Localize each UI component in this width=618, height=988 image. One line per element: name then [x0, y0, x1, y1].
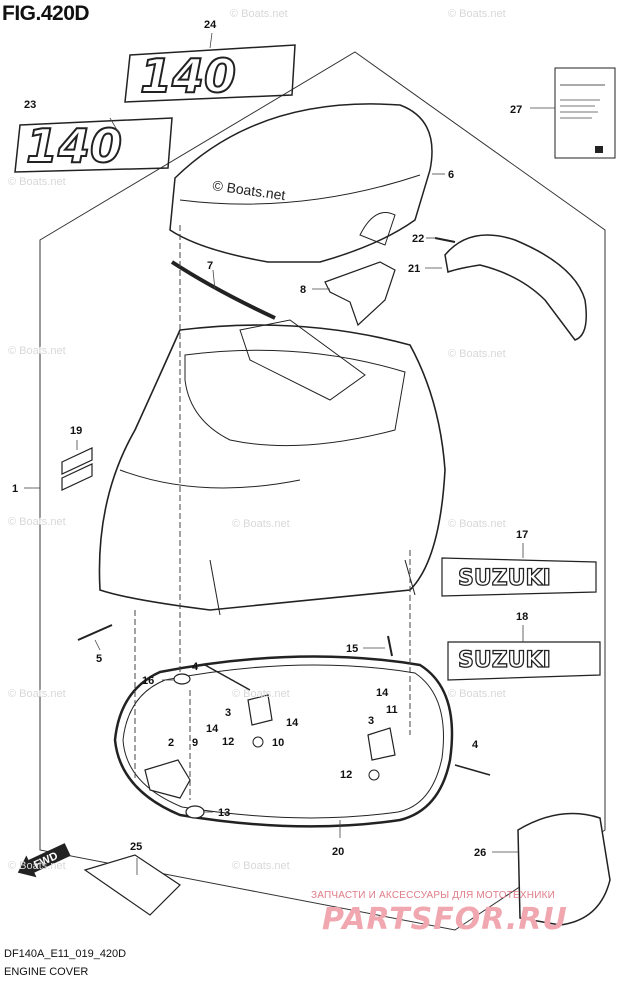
- callout-5: 5: [96, 653, 102, 665]
- bottom-seal: [113, 655, 454, 828]
- latch-2: [144, 759, 191, 799]
- callout-9: 9: [192, 737, 198, 749]
- screw-22: [434, 237, 456, 243]
- callout-25: 25: [130, 841, 142, 853]
- watermark: © Boats.net: [448, 518, 506, 530]
- rod-4-right: [454, 764, 491, 776]
- callout-18: 18: [516, 611, 528, 623]
- decal-140-lower: 140: [14, 117, 173, 174]
- decal-140-lower-text: 140: [26, 119, 122, 173]
- callout-21: 21: [408, 263, 420, 275]
- callout-19: 19: [70, 425, 82, 437]
- seal-strip: [170, 260, 276, 320]
- callout-4-right: 4: [472, 739, 479, 751]
- rod-4-left: [204, 664, 251, 691]
- watermark: © Boats.net: [8, 688, 66, 700]
- callout-24: 24: [204, 19, 217, 31]
- parts-bag: [83, 854, 181, 916]
- callout-20: 20: [332, 846, 344, 858]
- latch-3-left: [247, 694, 273, 726]
- cover-bracket: [324, 261, 396, 327]
- callout-14-b: 14: [206, 723, 219, 735]
- latch-3-right: [367, 727, 396, 761]
- suzuki-emblem: [61, 447, 93, 491]
- storage-cover: [517, 812, 611, 926]
- callout-15: 15: [346, 643, 358, 655]
- callout-16: 16: [142, 675, 154, 687]
- callout-13: 13: [218, 807, 230, 819]
- watermark: © Boats.net: [448, 348, 506, 360]
- owner-manual: [554, 67, 616, 159]
- watermark: © Boats.net: [448, 8, 506, 20]
- watermark: © Boats.net: [232, 518, 290, 530]
- main-engine-cover: [98, 319, 446, 616]
- callout-3-left: 3: [225, 707, 231, 719]
- suzuki-decal-18: SUZUKI: [447, 641, 601, 681]
- watermark: © Boats.net: [232, 860, 290, 872]
- bolt-5: [77, 624, 113, 641]
- callout-1: 1: [12, 483, 18, 495]
- suzuki-decal-17-text: SUZUKI: [458, 566, 551, 591]
- callout-23: 23: [24, 99, 36, 111]
- figure-title: FIG.420D: [2, 2, 90, 25]
- figure-code: DF140A_E11_019_420D: [4, 948, 127, 960]
- watermark: © Boats.net: [8, 860, 66, 872]
- figure-caption: ENGINE COVER: [4, 966, 89, 978]
- callout-22: 22: [412, 233, 424, 245]
- watermark: © Boats.net: [232, 688, 290, 700]
- callout-11: 11: [386, 704, 398, 716]
- dealer-logo: PARTSFOR.RU: [322, 902, 568, 937]
- assembly-boundary: [39, 51, 606, 931]
- callout-14-a: 14: [286, 717, 299, 729]
- callout-4-left: 4: [192, 661, 199, 673]
- callout-7: 7: [207, 260, 213, 272]
- callout-14-c: 14: [376, 687, 389, 699]
- callout-2: 2: [168, 737, 174, 749]
- grommet-13: [185, 805, 205, 819]
- handle: [444, 234, 587, 341]
- watermark: © Boats.net: [230, 8, 288, 20]
- callout-8: 8: [300, 284, 306, 296]
- decal-140-upper: 140: [124, 44, 296, 104]
- callout-12-left: 12: [222, 736, 234, 748]
- suzuki-decal-17: SUZUKI: [441, 557, 597, 597]
- screw-15: [387, 635, 393, 657]
- nut-12-right: [368, 769, 380, 781]
- callout-10: 10: [272, 737, 284, 749]
- decal-140-upper-text: 140: [140, 49, 236, 103]
- watermark: © Boats.net: [448, 688, 506, 700]
- top-cover: © Boats.net: [169, 103, 433, 263]
- dealer-tagline: ЗАПЧАСТИ И АКСЕССУАРЫ ДЛЯ МОТОТЕХНИКИ: [311, 890, 556, 901]
- callout-12-right: 12: [340, 769, 352, 781]
- callout-6: 6: [448, 169, 454, 181]
- callout-26: 26: [474, 847, 486, 859]
- grommet-16: [173, 673, 191, 685]
- watermark: © Boats.net: [8, 345, 66, 357]
- callout-17: 17: [516, 529, 528, 541]
- suzuki-decal-18-text: SUZUKI: [458, 648, 551, 673]
- nut-12-left: [252, 736, 264, 748]
- callout-27: 27: [510, 104, 522, 116]
- callout-3-right: 3: [368, 715, 374, 727]
- watermark: © Boats.net: [8, 516, 66, 528]
- watermark: © Boats.net: [8, 176, 66, 188]
